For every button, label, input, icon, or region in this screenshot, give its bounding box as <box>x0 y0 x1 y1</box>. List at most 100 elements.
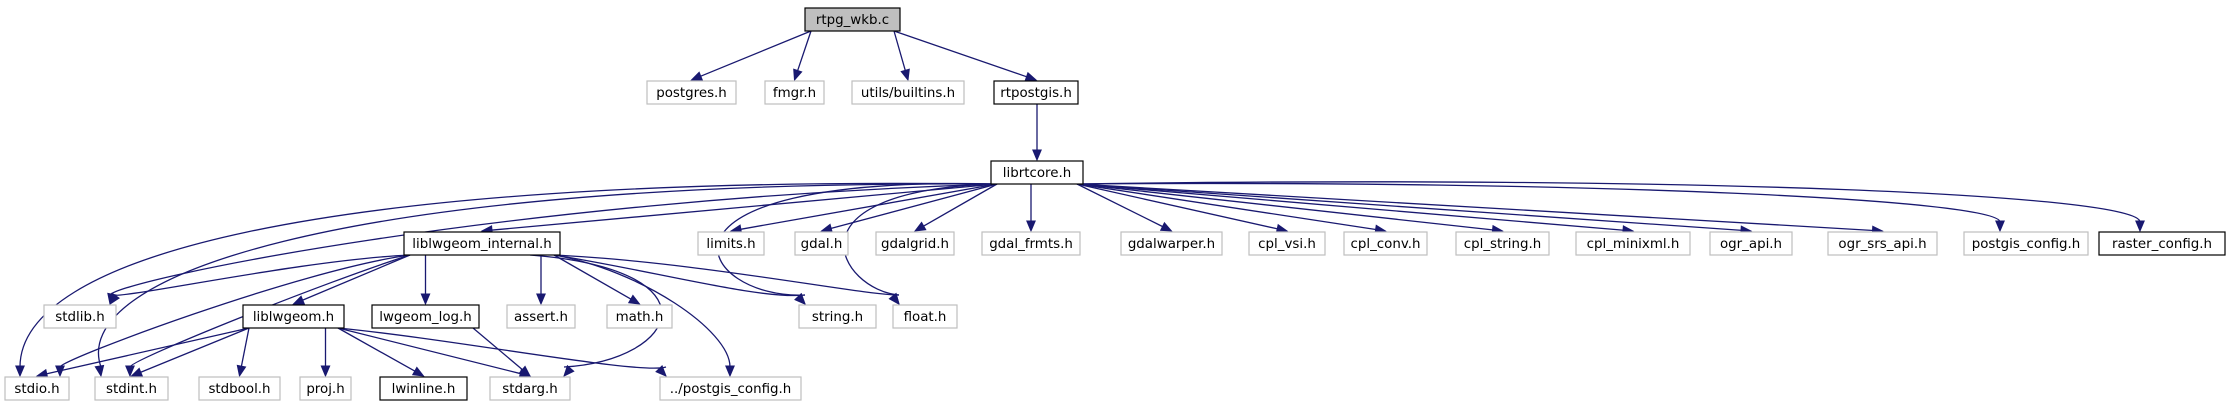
node-box <box>1248 231 1326 256</box>
node-box <box>1343 231 1428 256</box>
edge-liblwgeom-to-stdio <box>45 327 250 375</box>
edge-liblwgeom_internal-stdlib-arrowhead <box>109 292 120 306</box>
edge-rtpg_wkb-builtins-arrowhead <box>900 68 910 82</box>
node-label: gdalwarper.h <box>1128 237 1215 252</box>
node-postgis-config: postgis_config.h <box>1963 231 2089 256</box>
node-rtpg-wkb[interactable]: rtpg_wkb.c <box>804 7 901 32</box>
node-box <box>851 80 965 105</box>
node-cpl-minixml: cpl_minixml.h <box>1575 231 1691 256</box>
edge-librtcore-to-gdalgrid <box>922 183 998 228</box>
node-label: lwinline.h <box>392 382 456 397</box>
edge-librtcore-gdal-arrowhead <box>820 223 833 234</box>
node-box <box>606 304 673 329</box>
node-limits: limits.h <box>697 231 765 256</box>
node-ogr-api: ogr_api.h <box>1709 231 1793 256</box>
node-stdlib: stdlib.h <box>43 304 117 329</box>
node-liblwgeom-internal[interactable]: liblwgeom_internal.h <box>403 231 561 256</box>
node-label: lwgeom_log.h <box>379 310 472 325</box>
node-stdio: stdio.h <box>4 376 70 401</box>
node-box <box>646 80 737 105</box>
edge-rtpostgis-librtcore-arrowhead <box>1032 149 1042 162</box>
edge-liblwgeom_internal-to-liblwgeom <box>301 254 411 302</box>
node-box <box>798 304 877 329</box>
node-box <box>299 376 352 401</box>
edge-librtcore-gdal_frmts-arrowhead <box>1026 220 1036 233</box>
node-label: cpl_conv.h <box>1351 237 1421 252</box>
edge-liblwgeom_internal-to-stdlib <box>109 254 411 297</box>
edge-librtcore-to-ogr_srs_api <box>1076 183 1874 232</box>
edge-librtcore-postgis_config-arrowhead <box>1995 220 2005 233</box>
edge-librtcore-gdalwarper-arrowhead <box>1159 221 1173 232</box>
node-label: liblwgeom.h <box>253 310 334 325</box>
edge-librtcore-gdalgrid-arrowhead <box>913 221 927 232</box>
edge-librtcore-to-raster_config <box>1076 181 2141 223</box>
node-label: liblwgeom_internal.h <box>412 237 551 252</box>
node-label: limits.h <box>706 237 755 252</box>
node-box <box>1120 231 1223 256</box>
edge-liblwgeom-to-stdbool <box>240 327 250 368</box>
edge-librtcore-to-cpl_string <box>1076 183 1494 231</box>
edge-liblwgeom-proj-arrowhead <box>320 365 331 378</box>
node-box <box>43 304 117 329</box>
edge-rtpg_wkb-to-fmgr <box>796 30 812 72</box>
node-label: fmgr.h <box>773 86 816 101</box>
node-gdal: gdal.h <box>794 231 849 256</box>
node-cpl-conv: cpl_conv.h <box>1343 231 1428 256</box>
edge-liblwgeom_internal-dot_postgis_config-arrowhead <box>725 365 735 378</box>
edge-rtpg_wkb-to-builtins <box>893 30 907 72</box>
edge-librtcore-to-stdlib <box>109 183 998 296</box>
edge-liblwgeom_internal-to-stdint <box>129 254 411 368</box>
edge-librtcore-stdint-arrowhead <box>94 364 105 378</box>
edge-liblwgeom_internal-to-stdio <box>59 254 411 368</box>
node-label: postgres.h <box>656 86 727 101</box>
node-box <box>659 376 802 401</box>
edge-rtpg_wkb-rtpostgis-arrowhead <box>1024 71 1038 82</box>
node-label: rtpostgis.h <box>1000 86 1072 101</box>
node-label: gdal.h <box>801 237 843 252</box>
edge-liblwgeom_internal-float-arrowhead <box>888 292 900 306</box>
node-label: stdint.h <box>106 382 157 397</box>
node-box <box>993 80 1079 105</box>
edge-librtcore-to-postgis_config <box>1076 182 2001 223</box>
node-label: float.h <box>904 310 947 325</box>
node-label: cpl_minixml.h <box>1587 237 1680 252</box>
node-label: rtpg_wkb.c <box>816 13 889 28</box>
edge-librtcore-to-cpl_conv <box>1076 183 1377 231</box>
node-label: ogr_api.h <box>1720 237 1782 252</box>
node-raster-config[interactable]: raster_config.h <box>2098 231 2226 256</box>
node-box <box>242 304 345 329</box>
edge-librtcore-to-limits <box>739 183 998 231</box>
node-box <box>1963 231 2089 256</box>
node-label: cpl_vsi.h <box>1258 237 1316 252</box>
edge-liblwgeom_internal-math-arrowhead <box>627 294 641 305</box>
edge-rtpg_wkb-fmgr-arrowhead <box>793 68 803 82</box>
node-math: math.h <box>606 304 673 329</box>
node-lwinline[interactable]: lwinline.h <box>379 376 468 401</box>
edge-liblwgeom_internal-string-arrowhead <box>794 292 806 305</box>
node-stdint: stdint.h <box>94 376 169 401</box>
node-box <box>697 231 765 256</box>
node-label: string.h <box>812 310 863 325</box>
edge-liblwgeom-dot_postgis_config-arrowhead <box>655 365 667 377</box>
edge-liblwgeom-to-dot_postgis_config <box>337 327 667 369</box>
node-box <box>1827 231 1938 256</box>
node-dot-postgis-config: ../postgis_config.h <box>659 376 802 401</box>
edge-liblwgeom-stdbool-arrowhead <box>236 364 247 378</box>
node-box <box>1455 231 1550 256</box>
node-rtpostgis[interactable]: rtpostgis.h <box>993 80 1079 105</box>
node-librtcore[interactable]: librtcore.h <box>990 160 1084 185</box>
node-liblwgeom[interactable]: liblwgeom.h <box>242 304 345 329</box>
edge-liblwgeom-stdint-arrowhead <box>130 367 144 377</box>
edge-liblwgeom_internal-to-string <box>553 254 806 297</box>
node-label: librtcore.h <box>1003 166 1071 181</box>
node-label: raster_config.h <box>2112 237 2212 252</box>
edge-librtcore-raster_config-arrowhead <box>2135 220 2145 233</box>
edge-rtpg_wkb-to-postgres <box>699 30 812 78</box>
node-label: ../postgis_config.h <box>670 382 792 397</box>
edge-liblwgeom_internal-lwgeom_log-arrowhead <box>420 293 431 306</box>
edge-liblwgeom_internal-liblwgeom-arrowhead <box>292 295 306 305</box>
node-lwgeom-log[interactable]: lwgeom_log.h <box>371 304 480 329</box>
node-gdalwarper: gdalwarper.h <box>1120 231 1223 256</box>
node-cpl-vsi: cpl_vsi.h <box>1248 231 1326 256</box>
node-assert: assert.h <box>506 304 576 329</box>
